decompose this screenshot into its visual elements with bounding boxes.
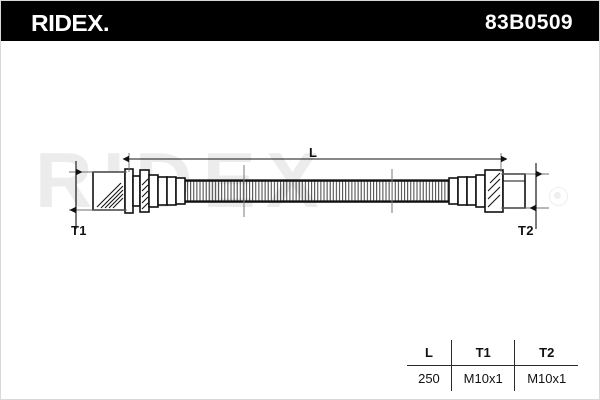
hose-assembly-geometry bbox=[69, 153, 549, 229]
table-header-t1: T1 bbox=[450, 340, 516, 366]
table-header-t2: T2 bbox=[514, 340, 578, 366]
table-cell-thread-left: M10x1 bbox=[450, 365, 516, 391]
dimension-label-length: L bbox=[309, 145, 318, 160]
hose-body bbox=[184, 165, 450, 217]
header-bar: RIDEX. 83B0509 bbox=[1, 1, 599, 41]
dimension-thread-right bbox=[501, 163, 549, 229]
table-row: 250 M10x1 M10x1 bbox=[407, 365, 578, 391]
dimension-label-thread-left: T1 bbox=[71, 223, 87, 238]
specification-table: L T1 T2 250 M10x1 M10x1 bbox=[406, 339, 579, 392]
table-header-row: L T1 T2 bbox=[407, 340, 578, 366]
right-fitting bbox=[448, 169, 526, 213]
dimension-label-thread-right: T2 bbox=[518, 223, 534, 238]
dimension-length bbox=[122, 153, 508, 172]
watermark-dot-icon bbox=[549, 187, 568, 206]
table-cell-thread-right: M10x1 bbox=[514, 365, 578, 391]
part-number: 83B0509 bbox=[484, 11, 573, 34]
left-fitting bbox=[92, 168, 186, 214]
ridex-brand-logo: RIDEX. bbox=[31, 10, 110, 36]
table-header-l: L bbox=[407, 340, 452, 366]
brake-hose-drawing bbox=[69, 153, 549, 229]
table-cell-length: 250 bbox=[407, 365, 452, 391]
dimension-thread-left bbox=[69, 161, 127, 229]
